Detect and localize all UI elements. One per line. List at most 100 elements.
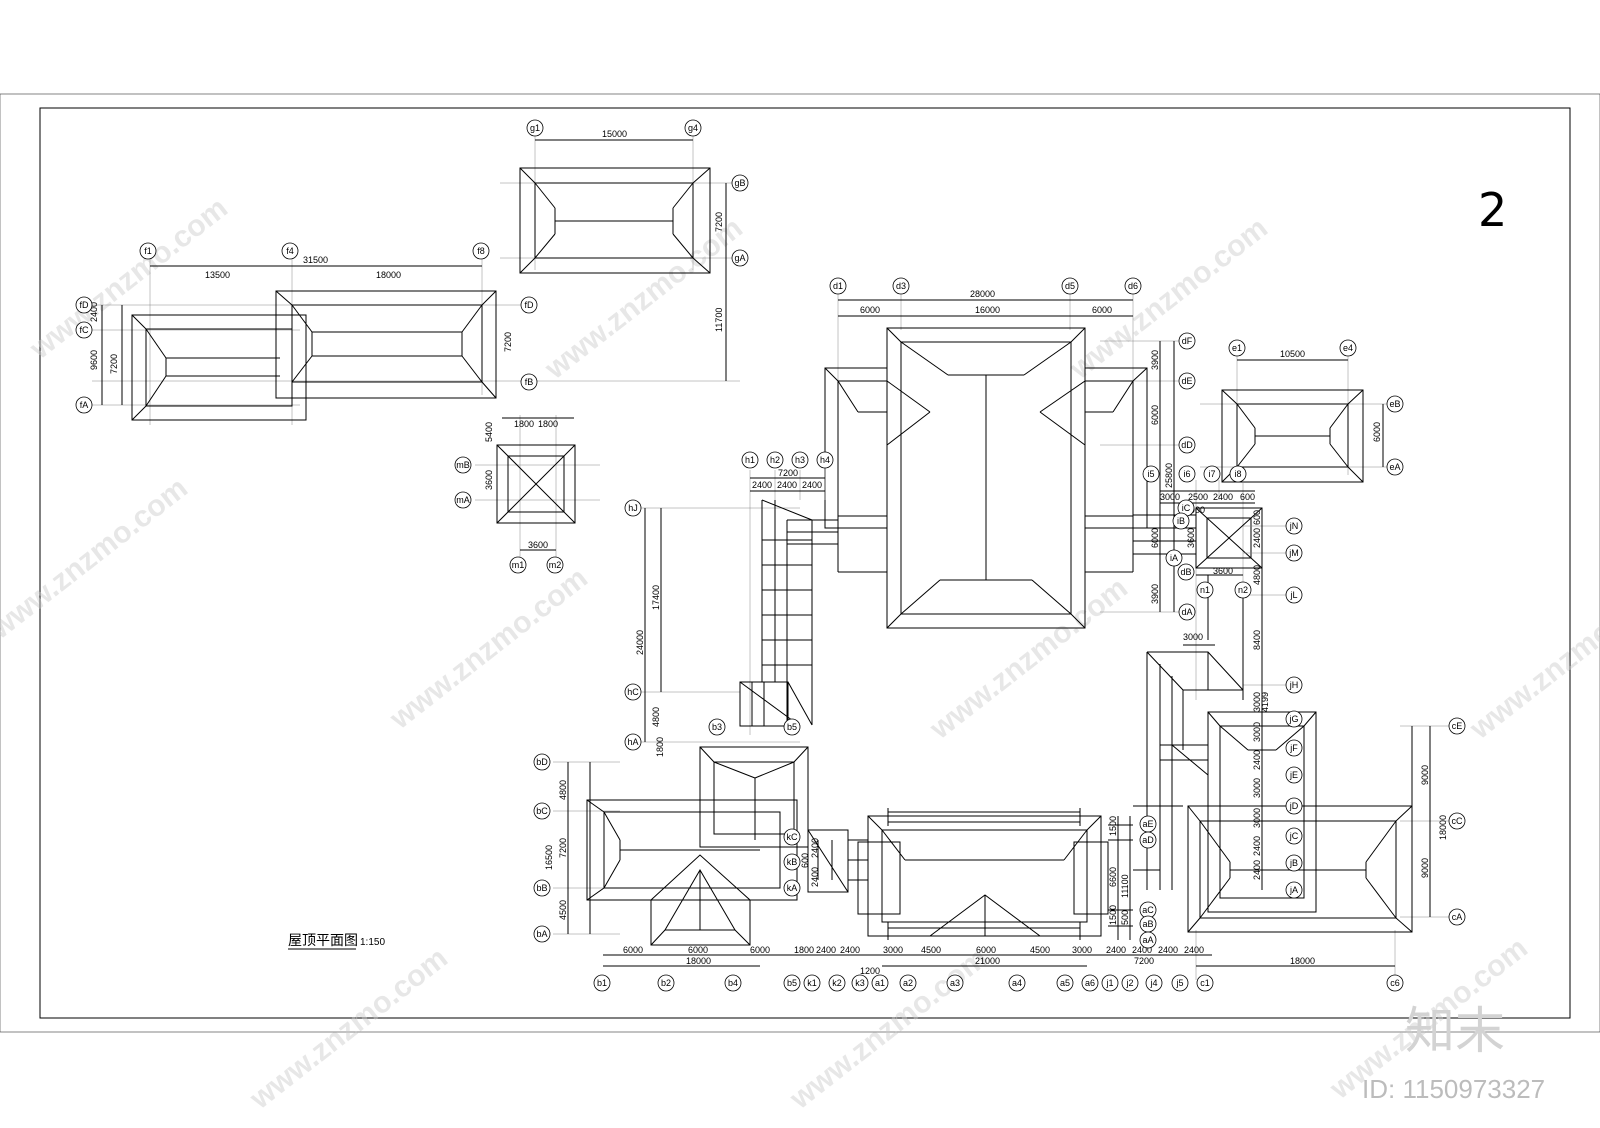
axis-bubble: j4 [1145,974,1163,992]
axis-bubble: h1 [741,451,759,469]
axis-bubble-label: cC [1452,816,1464,826]
dim-label: 3000 [1160,492,1180,502]
axis-bubble-circle [75,296,93,314]
axis-bubble-circle [1285,586,1303,604]
axis-bubble-label: j1 [1105,978,1113,988]
dim-label: 4500 [921,945,941,955]
dim-label: 25800 [1164,463,1174,488]
axis-bubble: fA [75,396,93,414]
axis-bubble: jB [1285,854,1303,872]
dim-label: 2400 [840,945,860,955]
dim-label: 7200 [558,838,568,858]
axis-bubble-label: jN [1289,521,1299,531]
axis-bubble: h4 [816,451,834,469]
axis-bubble-circle [871,974,889,992]
axis-bubble-label: fC [80,325,90,335]
axis-bubble: jH [1285,676,1303,694]
axis-bubble-label: hJ [628,503,638,513]
axis-bubble-label: eB [1389,399,1400,409]
axis-bubble-label: cA [1452,912,1463,922]
dim-label: 2400 [810,867,820,887]
axis-bubble-label: bD [536,757,548,767]
axis-bubble-label: i7 [1208,469,1215,479]
axis-bubble-circle [520,296,538,314]
axis-bubble: kB [783,853,801,871]
dim-label: 7200 [778,468,798,478]
dim-label: 2400 [1252,750,1262,770]
dim-label: 7200 [714,212,724,232]
axis-bubble-circle [828,974,846,992]
axis-bubble: a2 [899,974,917,992]
axis-bubble-label: b2 [661,978,671,988]
axis-bubble-label: dE [1181,376,1192,386]
dim-label: 2400 [1252,836,1262,856]
dim-label: 10500 [1280,349,1305,359]
axis-bubble: a5 [1056,974,1074,992]
axis-bubble-circle [829,277,847,295]
dim-label: 2400 [1158,945,1178,955]
axis-bubble-label: m1 [512,560,525,570]
axis-bubble-label: n2 [1238,585,1248,595]
axis-bubble-label: h2 [770,455,780,465]
axis-bubble-label: kB [787,857,798,867]
watermark-text: www.znzmo.com [1463,571,1600,746]
dim-label: 2400 [89,302,99,322]
watermark-text: www.znzmo.com [0,471,194,646]
axis-bubble-circle [624,683,642,701]
connector-k: 2400 2400 600 [800,829,868,893]
axis-bubble-label: iB [1177,516,1185,526]
axis-bubble: jL [1285,586,1303,604]
corridor-h: 7200 2400 2400 2400 24000 17400 4800 180… [635,460,838,757]
axis-bubble-circle [1165,549,1183,567]
axis-bubble-circle [1171,974,1189,992]
axis-bubble-label: a1 [875,978,885,988]
axis-bubble: i8 [1229,465,1247,483]
axis-bubble-label: f4 [286,246,294,256]
axis-bubble-label: n1 [1200,585,1210,595]
axis-bubble: eA [1386,458,1404,476]
axis-bubble-circle [1203,465,1221,483]
axis-bubble-circle [1178,603,1196,621]
axis-bubble-circle [1285,881,1303,899]
axis-bubble-label: i6 [1183,469,1190,479]
axis-bubble: h2 [766,451,784,469]
axis-bubble: d5 [1061,277,1079,295]
axis-bubble: fD [75,296,93,314]
dim-label: 16000 [975,305,1000,315]
axis-bubble-label: a2 [903,978,913,988]
dim-label: 11700 [714,308,724,332]
axis-bubble: dA [1178,603,1196,621]
axis-bubble-circle [1285,517,1303,535]
axis-bubble-label: g1 [530,123,540,133]
dim-label: 600 [1240,492,1255,502]
axis-bubble: i6 [1178,465,1196,483]
dim-label: 3900 [1150,350,1160,370]
axis-bubble-label: i8 [1234,469,1241,479]
axis-bubble-label: j2 [1125,978,1133,988]
axis-bubble: k1 [803,974,821,992]
dim-label: 6000 [860,305,880,315]
axis-bubble: c6 [1386,974,1404,992]
drawing-scale: 1:150 [360,937,385,948]
axis-bubble: f4 [281,242,299,260]
axis-bubble: d3 [892,277,910,295]
axis-bubble-label: k1 [807,978,817,988]
axis-bubble: jF [1285,739,1303,757]
axis-bubble-label: jF [1289,743,1298,753]
axis-bubble-circle [1386,395,1404,413]
axis-bubble-label: a4 [1012,978,1022,988]
axis-bubble-circle [803,974,821,992]
axis-bubble: a3 [946,974,964,992]
axis-bubble: a1 [871,974,889,992]
dim-label: 4500 [558,900,568,920]
dim-label: 2400 [802,480,822,490]
axis-bubble-label: d3 [896,281,906,291]
axis-bubble-label: kC [787,832,799,842]
axis-bubble-label: iC [1182,503,1191,513]
axis-bubble-label: bC [536,806,548,816]
building-a: 1500 6600 11100 1500 500 [857,808,1133,940]
axis-bubble-label: j4 [1149,978,1157,988]
dim-label: 1200 [860,966,880,976]
axis-bubble-circle [1178,436,1196,454]
axis-bubble: b1 [593,974,611,992]
